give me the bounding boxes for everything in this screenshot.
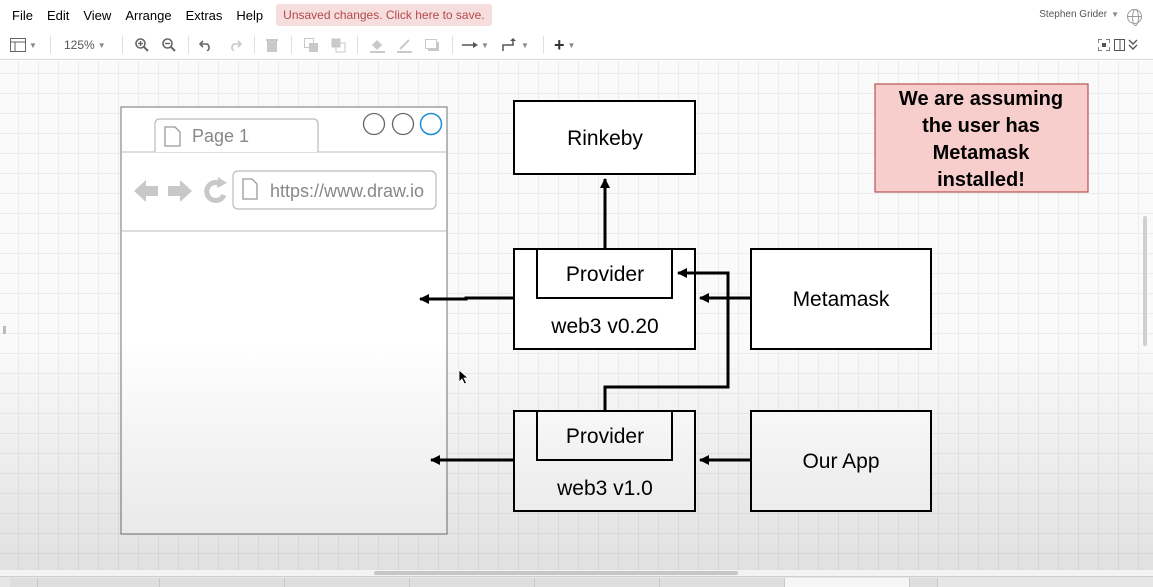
to-back-icon[interactable] (331, 36, 346, 54)
menu-file[interactable]: File (12, 7, 33, 23)
add-page-tab[interactable] (910, 578, 938, 587)
fullscreen-icon[interactable] (1098, 36, 1110, 54)
collapse-icon[interactable] (1128, 36, 1138, 54)
menu-arrange[interactable]: Arrange (125, 7, 172, 23)
menu-help[interactable]: Help (236, 7, 264, 23)
web3-v10-label: web3 v1.0 (556, 477, 653, 500)
our-app-node[interactable]: Our App (750, 410, 932, 512)
assumption-note[interactable]: We are assuming the user has Metamask in… (874, 83, 1089, 193)
note-line-4: installed! (937, 169, 1025, 191)
provider-bottom-label: Provider (566, 425, 644, 448)
undo-icon[interactable] (199, 36, 213, 54)
redo-icon[interactable] (228, 36, 242, 54)
menu-view[interactable]: View (83, 7, 112, 23)
window-button-circle (391, 112, 415, 136)
shadow-icon[interactable] (425, 36, 440, 54)
insert-icon[interactable]: +▼ (554, 34, 576, 55)
web3-v020-node[interactable]: Provider web3 v0.20 (513, 248, 696, 350)
page-tab-bar (0, 576, 1153, 587)
horizontal-scrollbar[interactable] (0, 570, 1153, 576)
page-tab[interactable] (535, 578, 660, 587)
menubar: File Edit View Arrange Extras Help Unsav… (0, 0, 1153, 30)
url-bar[interactable] (232, 170, 437, 210)
vertical-scrollbar[interactable] (1143, 216, 1147, 346)
connector-provider-bottom-to-provider-top[interactable] (603, 268, 730, 411)
unsaved-changes-button[interactable]: Unsaved changes. Click here to save. (276, 4, 492, 26)
user-menu[interactable]: Stephen Grider ▼ (1039, 9, 1119, 20)
zoom-out-icon[interactable] (162, 36, 176, 54)
connector-web3-v020-to-browser[interactable] (419, 294, 514, 304)
waypoints-icon[interactable]: ▼ (502, 36, 529, 54)
delete-icon[interactable] (266, 36, 278, 54)
rinkeby-label: Rinkeby (567, 127, 643, 150)
menu-extras[interactable]: Extras (185, 7, 223, 23)
page-icon (242, 178, 258, 200)
metamask-node[interactable]: Metamask (750, 248, 932, 350)
page-tab-active[interactable] (785, 578, 910, 587)
page-tab[interactable] (160, 578, 285, 587)
chevron-down-icon: ▼ (1111, 10, 1119, 19)
toolbar: ▼ 125%▼ ▼ ▼ +▼ (0, 30, 1153, 60)
our-app-label: Our App (802, 450, 879, 473)
format-panel-icon[interactable]: ▼ (10, 36, 37, 54)
forward-arrow-icon (168, 180, 192, 202)
note-line-2: the user has (922, 115, 1040, 137)
page-tab[interactable] (410, 578, 535, 587)
window-button-circle (419, 112, 443, 136)
web3-v020-label: web3 v0.20 (550, 315, 658, 338)
back-arrow-icon (134, 180, 158, 202)
provider-top-label: Provider (566, 263, 644, 286)
page-tab[interactable] (660, 578, 785, 587)
mouse-cursor-icon (458, 369, 470, 385)
language-globe-icon[interactable] (1127, 9, 1142, 26)
window-button-circle (362, 112, 386, 136)
note-box (874, 83, 1089, 193)
menu-edit[interactable]: Edit (46, 7, 70, 23)
note-line-1: We are assuming (899, 88, 1063, 110)
rinkeby-node[interactable]: Rinkeby (513, 100, 696, 175)
url-text: https://www.draw.io (270, 181, 424, 201)
web3-v10-node[interactable]: Provider web3 v1.0 (513, 410, 696, 512)
toggle-panel-icon[interactable] (1114, 36, 1125, 54)
zoom-value: 125% (64, 38, 95, 52)
zoom-in-icon[interactable] (135, 36, 149, 54)
browser-mockup[interactable]: Page 1 https://www.draw.io (120, 106, 448, 535)
horizontal-scroll-thumb[interactable] (374, 571, 738, 575)
pages-menu-tab[interactable] (10, 578, 38, 587)
line-color-icon[interactable] (397, 36, 412, 54)
note-line-3: Metamask (933, 142, 1031, 164)
browser-tab-label: Page 1 (192, 126, 249, 146)
metamask-label: Metamask (793, 288, 890, 311)
page-icon (164, 126, 181, 147)
diagram-canvas[interactable]: Page 1 https://www.draw.io Rinkeby (0, 61, 1153, 570)
reload-icon (204, 177, 227, 203)
page-tab[interactable] (285, 578, 410, 587)
connection-icon[interactable]: ▼ (462, 36, 489, 54)
fill-color-icon[interactable] (370, 36, 385, 54)
user-name: Stephen Grider (1039, 9, 1108, 20)
sidebar-handle[interactable] (3, 326, 6, 334)
zoom-select[interactable]: 125%▼ (64, 38, 106, 52)
to-front-icon[interactable] (304, 36, 319, 54)
page-tab[interactable] (38, 578, 160, 587)
